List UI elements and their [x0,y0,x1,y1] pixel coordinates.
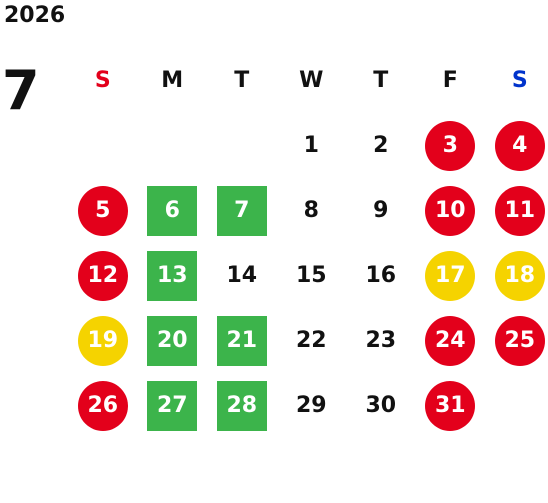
day-number: 8 [303,198,319,223]
day-number: 28 [216,380,267,431]
day-cell: 30 [346,373,416,438]
day-cell: 6 [138,178,208,243]
day-cell: 11 [485,178,548,243]
day-cell: 28 [207,373,277,438]
day-number: 24 [425,315,476,366]
day-number: 3 [425,120,476,171]
weekday-header-thu: T [373,68,389,93]
day-cell: 5 [68,178,138,243]
day-cell: 3 [416,113,486,178]
day-cell: 15 [277,243,347,308]
weekday-header-sat: S [511,68,528,93]
day-number: 4 [494,120,545,171]
day-number: 16 [365,263,397,288]
day-cell: 17 [416,243,486,308]
day-number: 9 [373,198,389,223]
day-number: 13 [147,250,198,301]
day-cell: 25 [485,308,548,373]
day-cell: 16 [346,243,416,308]
day-number: 31 [425,380,476,431]
day-cell [485,373,548,438]
day-number: 2 [373,133,389,158]
calendar-grid: S M T W T F S 1 2 3 4 5 6 7 8 9 10 11 12… [68,48,548,438]
day-cell [138,113,208,178]
day-number: 29 [295,393,327,418]
month-label: 7 [2,59,40,122]
day-cell: 9 [346,178,416,243]
day-number: 25 [494,315,545,366]
day-cell: 7 [207,178,277,243]
day-number: 26 [77,380,128,431]
day-cell: 27 [138,373,208,438]
day-cell: 23 [346,308,416,373]
day-number: 27 [147,380,198,431]
day-cell: 29 [277,373,347,438]
day-cell: 8 [277,178,347,243]
day-cell: 19 [68,308,138,373]
day-cell: 24 [416,308,486,373]
weekday-header-mon: M [161,68,184,93]
day-number: 23 [365,328,397,353]
day-number [78,121,128,171]
day-cell: 26 [68,373,138,438]
day-number: 7 [216,185,267,236]
day-number [147,121,197,171]
day-number: 11 [494,185,545,236]
day-number: 15 [295,263,327,288]
day-cell: 31 [416,373,486,438]
day-cell: 12 [68,243,138,308]
year-label: 2026 [4,3,66,28]
weekday-header-tue: T [234,68,250,93]
weekday-header-fri: F [442,68,458,93]
day-cell: 1 [277,113,347,178]
day-number: 14 [226,263,258,288]
day-number: 10 [425,185,476,236]
day-number: 22 [295,328,327,353]
day-number: 12 [77,250,128,301]
day-number [217,121,267,171]
weekday-header-sun: S [94,68,111,93]
day-cell: 20 [138,308,208,373]
day-number: 1 [303,133,319,158]
day-cell: 10 [416,178,486,243]
day-number: 21 [216,315,267,366]
day-number: 18 [494,250,545,301]
day-cell: 21 [207,308,277,373]
day-cell: 2 [346,113,416,178]
day-cell: 22 [277,308,347,373]
day-cell: 13 [138,243,208,308]
day-cell: 18 [485,243,548,308]
day-number: 20 [147,315,198,366]
day-number: 6 [147,185,198,236]
day-cell [68,113,138,178]
weekday-header-wed: W [299,68,324,93]
day-cell [207,113,277,178]
day-number: 17 [425,250,476,301]
day-number: 30 [365,393,397,418]
day-cell: 4 [485,113,548,178]
day-cell: 14 [207,243,277,308]
day-number [495,381,545,431]
day-number: 5 [77,185,128,236]
day-number: 19 [77,315,128,366]
